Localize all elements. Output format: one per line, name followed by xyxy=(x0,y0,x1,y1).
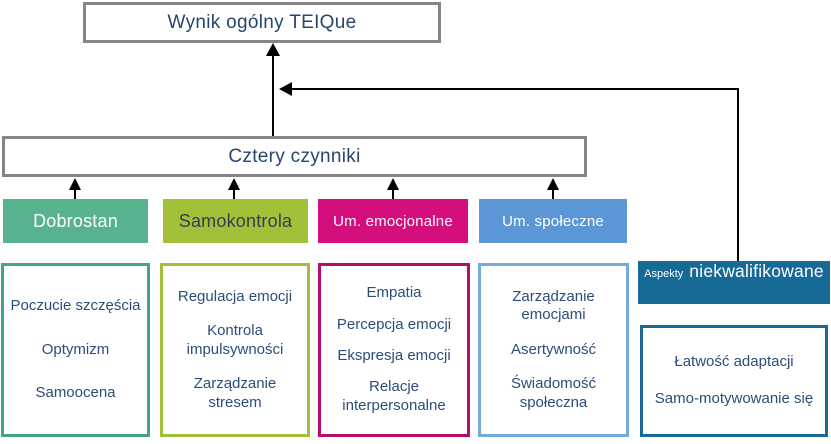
factor-header-sociability: Um. społeczne xyxy=(479,199,627,243)
facet-item: Samoocena xyxy=(35,384,116,402)
facet-item: Kontrola impulsywności xyxy=(186,321,284,358)
auxiliary-prefix: Aspekty xyxy=(644,268,684,280)
factor-label: Dobrostan xyxy=(33,210,118,231)
four-factors-box: Cztery czynniki xyxy=(2,136,587,177)
auxiliary-aspects-header: Aspekty niekwalifikowane xyxy=(638,261,830,304)
facet-item: Świadomość społeczna xyxy=(510,374,597,411)
factor-label: Um. emocjonalne xyxy=(333,212,453,230)
facet-item: Ekspresja emocji xyxy=(337,346,451,364)
facet-box-self-control: Regulacja emocji Kontrola impulsywności … xyxy=(160,263,310,437)
facet-item: Samo-motywowanie się xyxy=(654,390,814,408)
facet-item: Poczucie szczęścia xyxy=(10,296,141,314)
facet-item: Zarządzanie stresem xyxy=(193,374,277,411)
total-score-label: Wynik ogólny TEIQue xyxy=(167,11,357,33)
factor-header-emotionality: Um. emocjonalne xyxy=(318,199,468,243)
facet-item: Optymizm xyxy=(41,340,110,358)
facet-item: Regulacja emocji xyxy=(177,287,293,305)
facet-item: Zarządzanie emocjami xyxy=(512,287,595,324)
total-score-box: Wynik ogólny TEIQue xyxy=(83,2,441,43)
facet-box-sociability: Zarządzanie emocjami Asertywność Świadom… xyxy=(478,263,629,437)
facet-box-auxiliary: Łatwość adaptacji Samo-motywowanie się xyxy=(640,325,828,437)
auxiliary-label: niekwalifikowane xyxy=(689,261,824,281)
facet-item: Łatwość adaptacji xyxy=(674,352,794,370)
four-factors-label: Cztery czynniki xyxy=(228,145,361,167)
facet-item: Asertywność xyxy=(510,340,597,358)
facet-item: Empatia xyxy=(366,284,422,302)
facet-item: Relacje interpersonalne xyxy=(342,378,446,414)
facet-box-wellbeing: Poczucie szczęścia Optymizm Samoocena xyxy=(1,263,150,437)
factor-label: Um. społeczne xyxy=(502,212,604,230)
facet-box-emotionality: Empatia Percepcja emocji Ekspresja emocj… xyxy=(318,263,470,437)
facet-item: Percepcja emocji xyxy=(336,315,452,333)
factor-label: Samokontrola xyxy=(178,210,293,231)
factor-header-self-control: Samokontrola xyxy=(163,199,308,243)
factor-header-wellbeing: Dobrostan xyxy=(3,199,148,243)
